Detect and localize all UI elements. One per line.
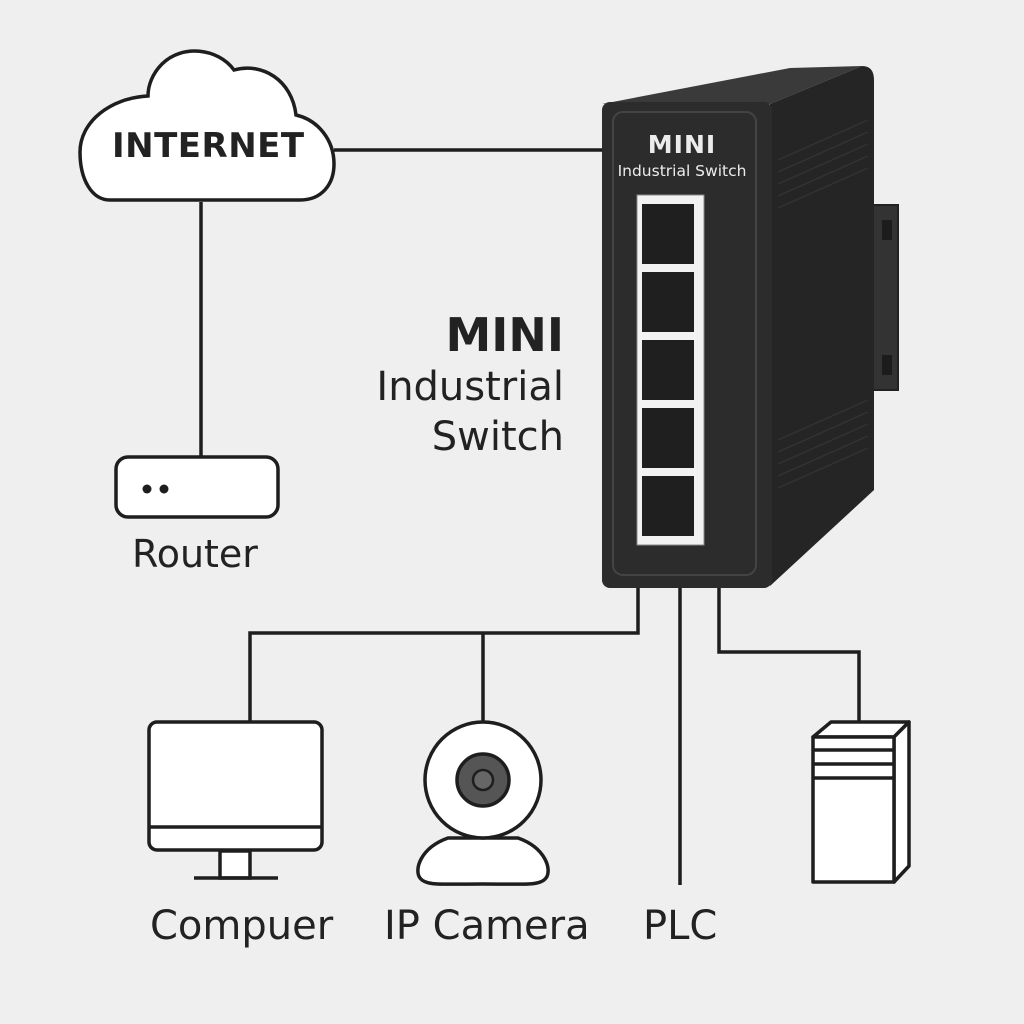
internet-label: INTERNET [112,126,305,166]
connection-switch-computer [248,588,640,722]
switch-face-subtitle: Industrial Switch [617,162,747,180]
port-group [642,204,694,536]
router-label: Router [132,532,258,576]
ethernet-port[interactable] [642,476,694,536]
ethernet-port[interactable] [642,204,694,264]
server-tower-icon [811,720,911,884]
router-icon [114,455,280,519]
switch-face-title: MINI [647,130,717,159]
switch-side-line1: Industrial [376,364,564,410]
ethernet-port[interactable] [642,408,694,468]
computer-label: Compuer [150,903,334,949]
switch-side-line2: Switch [431,414,564,460]
connection-switch-server [717,588,861,722]
ethernet-port[interactable] [642,340,694,400]
plc-label: PLC [643,903,718,949]
webcam-icon [416,720,550,886]
monitor-icon [147,720,324,880]
switch-side-title: MINI [445,308,564,362]
ethernet-port[interactable] [642,272,694,332]
camera-label: IP Camera [384,903,590,949]
cloud-icon [78,49,336,202]
network-switch-icon [602,66,899,588]
